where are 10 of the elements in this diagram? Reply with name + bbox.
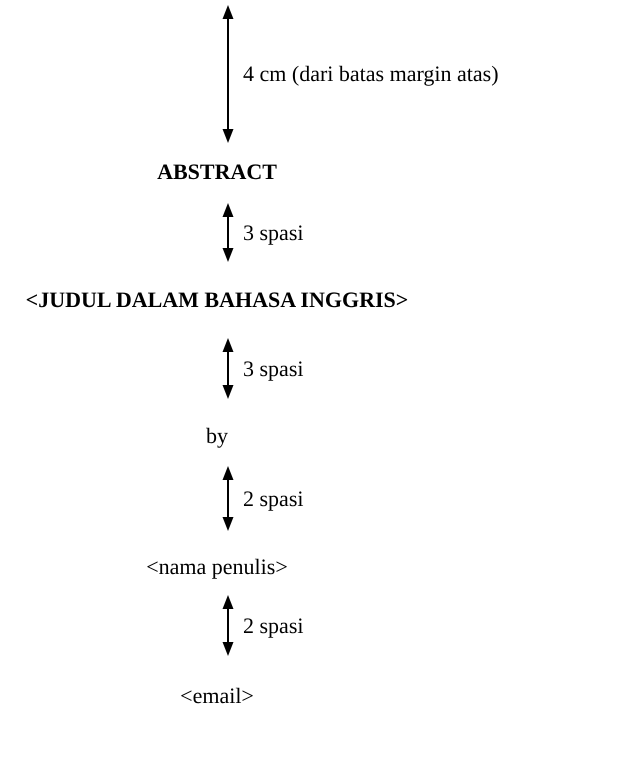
- body-text: <email>: [179, 682, 255, 710]
- spacing-label: 2 spasi: [243, 484, 304, 512]
- body-text: <nama penulis>: [145, 553, 289, 581]
- spacing-label: 4 cm (dari batas margin atas): [243, 60, 499, 88]
- heading-text: <JUDUL DALAM BAHASA INGGRIS>: [24, 286, 410, 314]
- body-text: by: [205, 422, 229, 450]
- heading-text: ABSTRACT: [156, 158, 278, 186]
- spacing-label: 3 spasi: [243, 354, 304, 382]
- spacing-label: 3 spasi: [243, 218, 304, 246]
- spacing-label: 2 spasi: [243, 612, 304, 640]
